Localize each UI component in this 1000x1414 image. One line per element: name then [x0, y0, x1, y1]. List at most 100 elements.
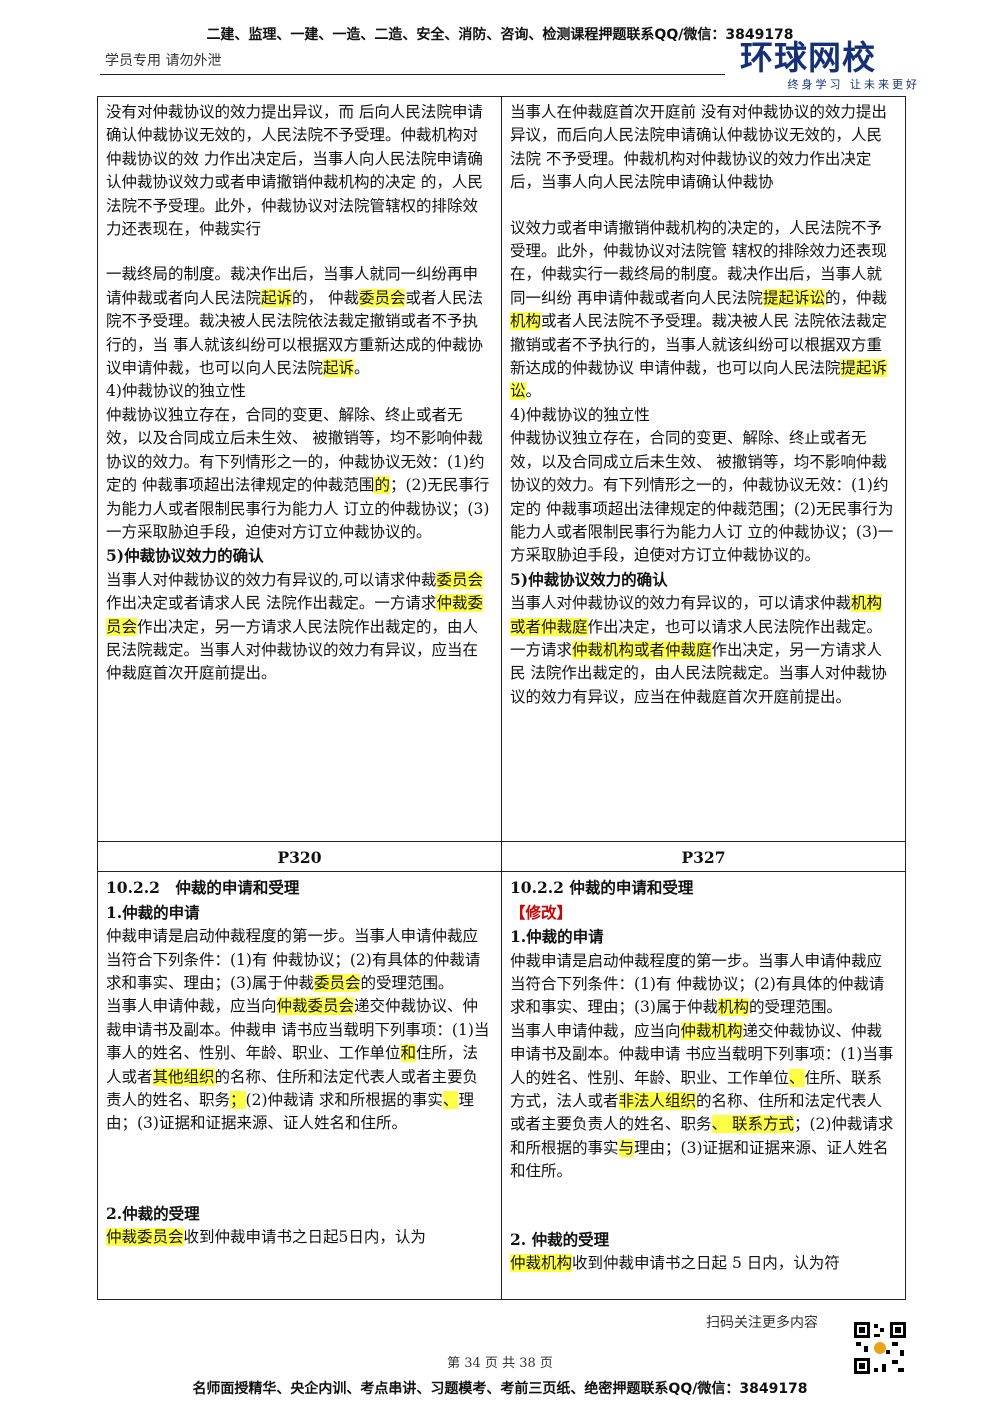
paragraph: 5)仲裁协议效力的确认 — [510, 568, 897, 592]
text-segment: 递交仲裁协议、仲裁申请书及副本。仲裁申请 书应当载明下列事项：(1)当事人的姓名… — [510, 1021, 894, 1087]
paragraph: 仲裁申请是启动仲裁程度的第一步。当事人申请仲裁应当符合下列条件：(1)有 仲裁协… — [510, 950, 897, 1020]
highlighted-text: 与 — [618, 1138, 635, 1157]
text-segment: 仲裁协议独立存在，合同的变更、解除、终止或者无效，以及合同成立后未生效、 被撤销… — [510, 429, 894, 565]
highlighted-text: 仲裁机构或者仲裁庭 — [572, 640, 712, 659]
table-row-upper: 没有对仲裁协议的效力提出异议，而 后向人民法院申请确认仲裁协议无效的，人民法院不… — [97, 96, 906, 842]
paragraph: 仲裁协议独立存在，合同的变更、解除、终止或者无效，以及合同成立后未生效、 被撤销… — [106, 404, 493, 544]
logo-tagline: 终身学习 让未来更好 — [787, 78, 920, 91]
highlighted-text: 仲裁委员会 — [276, 997, 355, 1016]
text-segment: 。 — [525, 382, 542, 401]
text-segment: 或者人民法院不予受理。裁决被人民法院依法裁定撤销或者不予执行的，当 事人就该纠纷… — [106, 288, 483, 378]
highlighted-text: 非法人组织 — [618, 1092, 697, 1111]
scan-prompt: 扫码关注更多内容 — [706, 1315, 818, 1331]
lower-right-cell: 10.2.2 仲裁的申请和受理【修改】 1.仲裁的申请仲裁申请是启动仲裁程度的第一… — [501, 871, 906, 1301]
text-segment: 的，仲裁 — [824, 288, 887, 307]
highlighted-text: 、 联系方式 — [711, 1115, 794, 1134]
text-segment: 的受理范围。 — [748, 998, 842, 1017]
text-segment: 作出决定，另一方请求人民 法院作出裁定的，由人民法院裁定。当事人对仲裁协议的效力… — [510, 640, 887, 706]
highlighted-text: 提起诉讼 — [762, 288, 825, 307]
paragraph: 当事人申请仲裁，应当向仲裁委员会递交仲裁协议、仲裁申请书及副本。仲裁申 请书应当… — [106, 995, 493, 1135]
text-segment: 的受理范围。 — [360, 974, 454, 993]
page-number: 第 34 页 共 38 页 — [447, 1356, 553, 1371]
paragraph: 当事人对仲裁协议的效力有异议的，可以请求仲裁机构或者仲裁庭作出决定，也可以请求人… — [510, 592, 897, 709]
paragraph: 仲裁机构收到仲裁申请书之日起 5 日内，认为符 — [510, 1252, 897, 1275]
paragraph-gap — [106, 1158, 493, 1180]
text-segment: 当事人对仲裁协议的效力有异议的，可以请求仲裁 — [510, 594, 852, 613]
paragraph: 10.2.2 仲裁的申请和受理 — [510, 876, 897, 900]
lower-left-cell: 10.2.2 仲裁的申请和受理 1.仲裁的申请仲裁申请是启动仲裁程度的第一步。当事… — [97, 871, 502, 1301]
text-segment: ；(2)仲裁请求和所根据的事实 — [510, 1115, 894, 1157]
text-segment: 5)仲裁协议效力的确认 — [510, 569, 668, 589]
text-segment: 住所、联系方式，法人或者 — [510, 1068, 883, 1111]
paragraph: 仲裁申请是启动仲裁程度的第一步。当事人申请仲裁应当符合下列条件：(1)有 仲裁协… — [106, 925, 493, 995]
text-segment: 10.2.2 仲裁的申请和受理 — [106, 878, 300, 898]
highlighted-text: 仲裁机构 — [680, 1021, 743, 1040]
paragraph: 议效力或者申请撤销仲裁机构的决定的，人民法院不予受理。此外，仲裁协议对法院管 辖… — [510, 217, 897, 404]
paragraph-gap — [510, 195, 897, 217]
highlighted-text: 和 — [400, 1044, 417, 1063]
text-segment: 【修改】 — [510, 902, 573, 922]
highlighted-text: 机构 — [717, 998, 749, 1017]
paragraph: 当事人申请仲裁，应当向仲裁机构递交仲裁协议、仲裁申请书及副本。仲裁申请 书应当载… — [510, 1020, 897, 1184]
comparison-table: 没有对仲裁协议的效力提出异议，而 后向人民法院申请确认仲裁协议无效的，人民法院不… — [97, 96, 906, 1301]
text-segment: 一裁终局的制度。裁决作出后，当事人就同一纠纷再申请仲裁或者向人民法院 — [106, 265, 479, 307]
text-segment: 当事人申请仲裁，应当向 — [510, 1021, 681, 1040]
paragraph: 没有对仲裁协议的效力提出异议，而 后向人民法院申请确认仲裁协议无效的，人民法院不… — [106, 101, 493, 241]
paragraph: 【修改】 — [510, 901, 897, 925]
paragraph: 当事人对仲裁协议的效力有异议的,可以请求仲裁委员会作出决定或者请求人民 法院作出… — [106, 569, 493, 686]
paragraph-gap — [510, 1206, 897, 1228]
text-segment: 的名称、住所和法定代表人或者主要负责人的姓名、职务 — [510, 1092, 883, 1134]
highlighted-text: 起诉 — [261, 288, 293, 307]
text-segment: 作出决定，也可以请求人民法院作出裁定。一方请求 — [510, 617, 883, 659]
text-segment: 当事人申请仲裁，应当向 — [106, 997, 277, 1016]
paragraph-gap — [106, 241, 493, 263]
highlighted-text: 起诉 — [323, 359, 355, 378]
highlighted-text: 仲裁机构 — [510, 1254, 573, 1273]
logo-text: 环球网校 — [740, 38, 876, 77]
text-segment: 的， 仲裁 — [292, 288, 359, 307]
bottom-banner: 名师面授精华、央企内训、考点串讲、习题模考、考前三页纸、绝密押题联系QQ/微信：… — [192, 1381, 808, 1397]
text-segment: 理由；(3)证据和证据来源、证人姓名和住所。 — [106, 1091, 474, 1133]
upper-right-cell: 当事人在仲裁庭首次开庭前 没有对仲裁协议的效力提出异议，而后向人民法院申请确认仲… — [501, 96, 906, 842]
paragraph: 5)仲裁协议效力的确认 — [106, 544, 493, 568]
paragraph: 10.2.2 仲裁的申请和受理 — [106, 876, 493, 900]
text-segment: 1.仲裁的申请 — [510, 927, 604, 947]
logo: 环球网校 终身学习 让未来更好 — [740, 40, 930, 92]
highlighted-text: 、 — [789, 1068, 805, 1087]
text-segment: 收到仲裁申请书之日起 5 日内，认为符 — [572, 1254, 840, 1273]
paragraph: 2.仲裁的受理 — [106, 1202, 493, 1226]
paragraph: 仲裁协议独立存在，合同的变更、解除、终止或者无效，以及合同成立后未生效、 被撤销… — [510, 427, 897, 567]
paragraph: 仲裁委员会收到仲裁申请书之日起5日内，认为 — [106, 1226, 493, 1249]
page-label-left: P320 — [97, 840, 502, 873]
text-segment: 仲裁申请是启动仲裁程度的第一步。当事人申请仲裁应当符合下列条件：(1)有 仲裁协… — [510, 951, 885, 1017]
qr-code-icon — [852, 1320, 908, 1376]
header-divider — [100, 74, 725, 75]
table-row-page-labels: P320 P327 — [97, 840, 906, 873]
highlighted-text: 委员会 — [436, 570, 483, 589]
text-segment: ；(2)无民事行为能力人或者限制民事行为能力人 订立的仲裁协议；(3)一方采取胁… — [106, 476, 490, 541]
text-segment: 10.2.2 仲裁的申请和受理 — [510, 878, 694, 898]
text-segment: 4)仲裁协议的独立性 — [510, 405, 650, 424]
text-segment: 当事人在仲裁庭首次开庭前 没有对仲裁协议的效力提出异议，而后向人民法院申请确认仲… — [510, 103, 887, 192]
highlighted-text: 、 — [442, 1091, 459, 1110]
paragraph-gap — [106, 1180, 493, 1202]
subheader: 学员专用 请勿外泄 — [105, 53, 222, 69]
text-segment: 2. 仲裁的受理 — [510, 1229, 610, 1249]
highlighted-text: 委员会 — [358, 288, 406, 307]
text-segment: 或者人民法院不予受理。裁决被人民 法院依法裁定撤销或者不予执行的，当事人就该纠纷… — [510, 312, 887, 378]
text-segment: 的名称、住所和法定代表人或者主要负责人的姓名、职务 — [106, 1067, 479, 1110]
highlighted-text: 的 — [374, 476, 390, 495]
highlighted-text: ； — [230, 1091, 246, 1110]
paragraph: 当事人在仲裁庭首次开庭前 没有对仲裁协议的效力提出异议，而后向人民法院申请确认仲… — [510, 101, 897, 195]
text-segment: 4)仲裁协议的独立性 — [106, 382, 246, 401]
highlighted-text: 机构 — [510, 312, 542, 331]
text-segment: 1.仲裁的申请 — [106, 902, 200, 922]
text-segment: 理由；(3)证据和证据来源、证人姓名和住所。 — [510, 1138, 889, 1181]
top-banner: 二建、监理、一建、一造、二造、安全、消防、咨询、检测课程押题联系QQ/微信：38… — [206, 27, 794, 43]
paragraph-gap — [106, 1136, 493, 1158]
text-segment: 仲裁申请是启动仲裁程度的第一步。当事人申请仲裁应当符合下列条件：(1)有 仲裁协… — [106, 927, 481, 993]
text-segment: 没有对仲裁协议的效力提出异议，而 后向人民法院申请确认仲裁协议无效的，人民法院不… — [106, 103, 483, 239]
paragraph: 1.仲裁的申请 — [510, 925, 897, 949]
text-segment: 仲裁协议独立存在，合同的变更、解除、终止或者无效，以及合同成立后未生效、 被撤销… — [106, 405, 485, 495]
